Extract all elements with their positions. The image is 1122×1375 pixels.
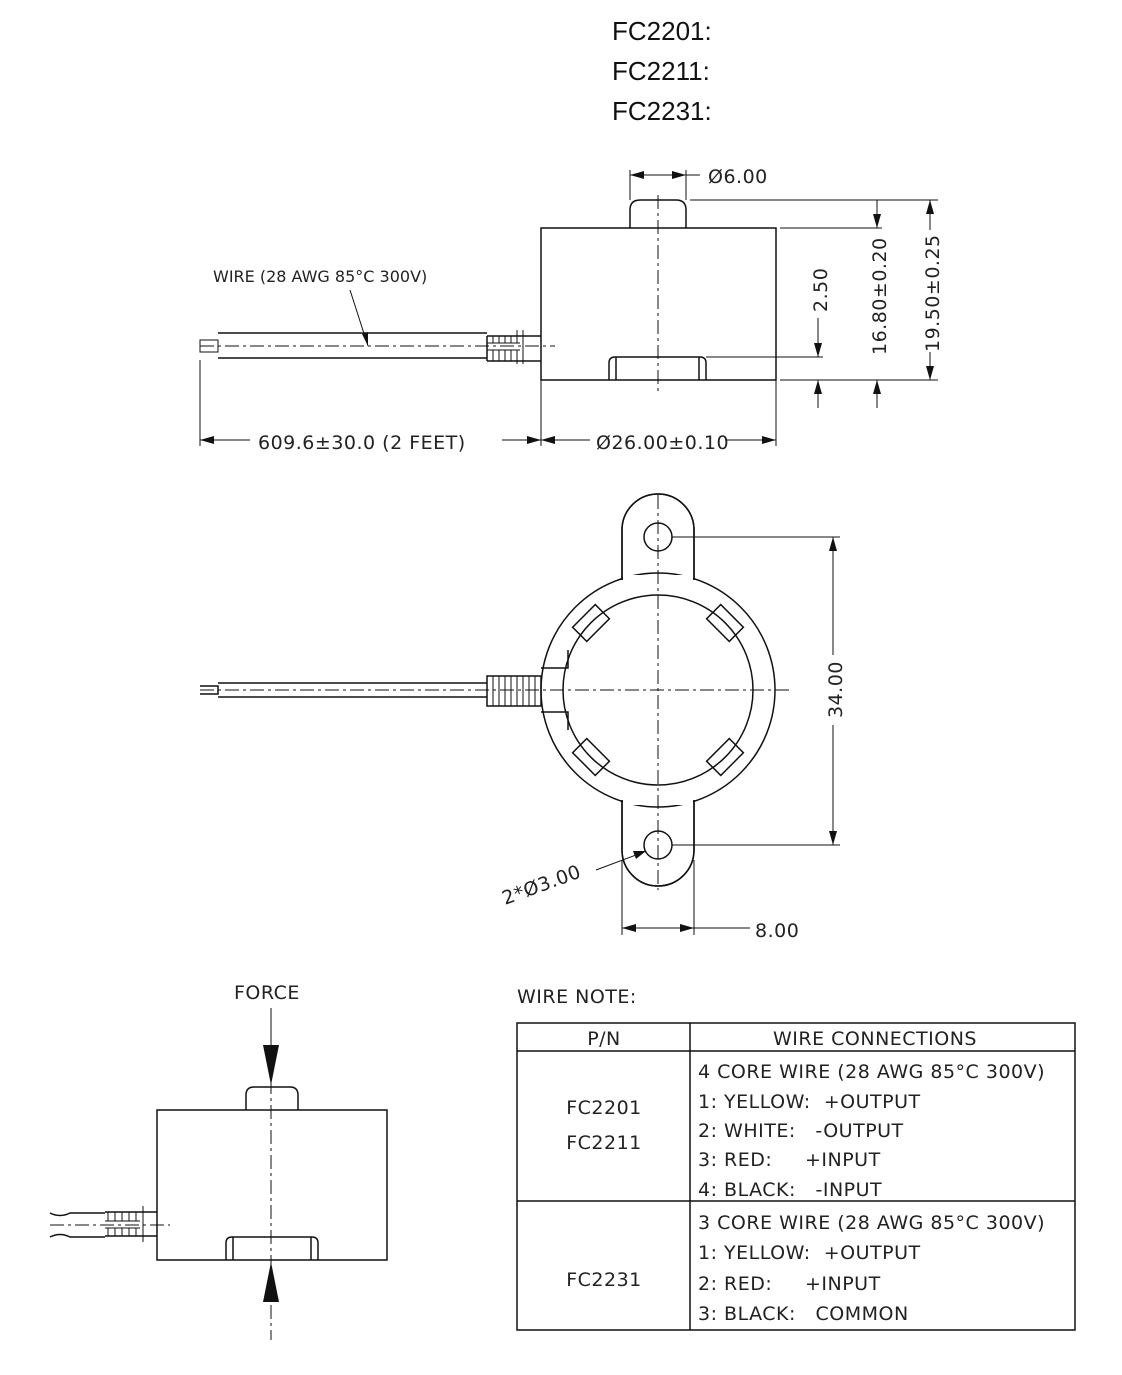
header-pn: P/N: [587, 1028, 621, 1050]
connection-line: 4 CORE WIRE (28 AWG 85°C 300V): [698, 1061, 1045, 1083]
dim-hole-spacing: 34.00: [825, 661, 847, 718]
force-arrow-up: [263, 1262, 279, 1302]
part-number: FC2201: [566, 1097, 642, 1119]
connection-line: 1: YELLOW: +OUTPUT: [698, 1091, 921, 1113]
force-label: FORCE: [234, 982, 300, 1004]
wire-force: [49, 1206, 170, 1242]
row-4-core: 4 CORE WIRE (28 AWG 85°C 300V) 1: YELLOW…: [698, 1061, 1045, 1201]
dim-ear-width: 8.00: [755, 920, 799, 942]
wire-note: WIRE NOTE: P/N WIRE CONNECTIONS FC2201 F…: [516, 986, 1076, 1331]
sensor-body-force: [156, 1109, 388, 1261]
dim-recess-depth: 2.50: [810, 268, 832, 312]
connection-line: 1: YELLOW: +OUTPUT: [698, 1242, 921, 1264]
wire-table: P/N WIRE CONNECTIONS FC2201 FC2211 4 COR…: [516, 1022, 1076, 1331]
part-number: FC2211: [566, 1132, 642, 1154]
model-titles: FC2201: FC2211: FC2231:: [612, 16, 712, 126]
dim-total-height: 19.50±0.25: [922, 234, 944, 352]
side-view: WIRE (28 AWG 85°C 300V) Ø6.00 2.50 16.80…: [199, 166, 944, 454]
dim-boss-diameter: Ø6.00: [708, 166, 768, 188]
top-view: 34.00 8.00 2*Ø3.00: [200, 493, 847, 942]
row-3-core: 3 CORE WIRE (28 AWG 85°C 300V) 1: YELLOW…: [698, 1212, 1045, 1325]
title-fc2201: FC2201:: [612, 16, 712, 46]
connection-line: 3: BLACK: COMMON: [698, 1303, 909, 1325]
title-fc2231: FC2231:: [612, 96, 712, 126]
part-number: FC2231: [566, 1269, 642, 1291]
dim-body-height: 16.80±0.20: [869, 237, 891, 355]
connection-line: 2: RED: +INPUT: [698, 1273, 881, 1295]
force-view: FORCE: [49, 982, 388, 1340]
connection-line: 3 CORE WIRE (28 AWG 85°C 300V): [698, 1212, 1045, 1234]
wire-label: WIRE (28 AWG 85°C 300V): [213, 267, 427, 286]
force-arrow-down: [263, 1045, 279, 1085]
wire-note-title: WIRE NOTE:: [517, 986, 637, 1008]
ring-tabs: [571, 603, 745, 777]
dim-body-diameter: Ø26.00±0.10: [596, 432, 729, 454]
connection-line: 2: WHITE: -OUTPUT: [698, 1120, 904, 1142]
dim-wire-length: 609.6±30.0 (2 FEET): [258, 432, 466, 454]
connection-line: 4: BLACK: -INPUT: [698, 1179, 882, 1201]
wire-entry-slot: [541, 650, 569, 730]
title-fc2211: FC2211:: [612, 56, 710, 86]
connection-line: 3: RED: +INPUT: [698, 1149, 881, 1171]
wire-top: [200, 675, 542, 707]
header-wire-connections: WIRE CONNECTIONS: [773, 1028, 977, 1050]
dim-mount-holes: 2*Ø3.00: [499, 861, 584, 910]
wire: [199, 330, 555, 364]
